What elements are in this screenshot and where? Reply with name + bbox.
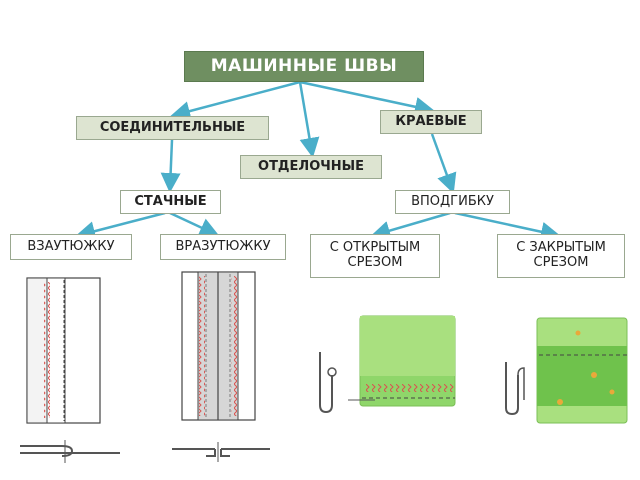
category-edge: КРАЕВЫЕ (380, 110, 482, 134)
leaf-open-edge: С ОТКРЫТЫМ СРЕЗОМ (310, 234, 440, 278)
category-finishing: ОТДЕЛОЧНЫЕ (240, 155, 382, 179)
subtype-stitched: СТАЧНЫЕ (120, 190, 221, 214)
leaf-closed-edge: С ЗАКРЫТЫМ СРЕЗОМ (497, 234, 625, 278)
pressed-open-illustration (172, 271, 270, 462)
leaf-pressed-open: ВРАЗУТЮЖКУ (160, 234, 286, 260)
arrow-connecting-stitched (160, 139, 181, 193)
arrow-stitched-pressed-open (169, 211, 220, 237)
arrows (75, 80, 561, 242)
pressed-one-side-illustration (20, 277, 120, 463)
open-edge-illustration (319, 315, 456, 414)
arrow-stitched-pressed-one-side (75, 211, 166, 241)
closed-edge-illustration (505, 317, 628, 424)
arrow-root-edge (299, 80, 435, 117)
root-title: МАШИННЫЕ ШВЫ (184, 51, 424, 82)
arrow-hem-open-edge (370, 211, 451, 241)
arrow-root-finishing (298, 81, 320, 158)
arrow-edge-hem (430, 133, 457, 194)
subtype-hem: ВПОДГИБКУ (395, 190, 510, 214)
category-connecting: СОЕДИНИТЕЛЬНЫЕ (76, 116, 269, 140)
leaf-pressed-one-side: ВЗАУТЮЖКУ (10, 234, 132, 260)
arrow-root-connecting (170, 80, 301, 121)
arrow-hem-closed-edge (454, 211, 561, 242)
